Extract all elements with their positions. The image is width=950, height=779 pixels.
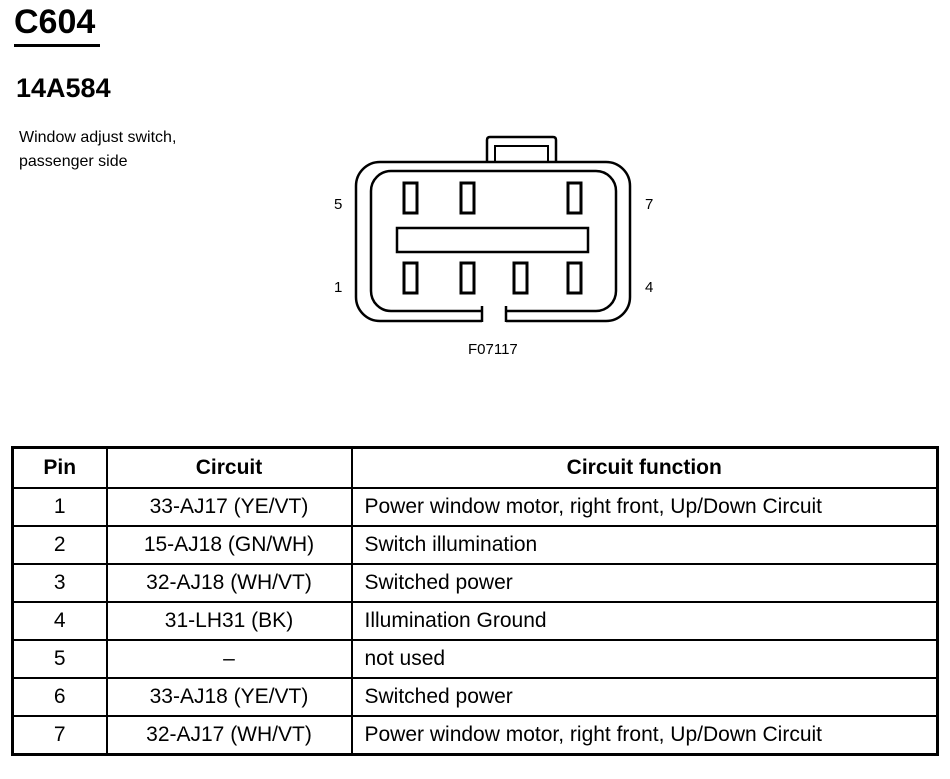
cell-circuit: –	[105, 639, 353, 679]
cell-function: Illumination Ground	[350, 601, 939, 641]
terminal-5	[402, 181, 419, 215]
connector-id-underline	[14, 44, 100, 47]
connector-locking-tab-inner	[494, 145, 549, 162]
terminal-7	[566, 181, 583, 215]
cell-function: not used	[350, 639, 939, 679]
pin-label-bottom-right: 4	[645, 279, 653, 296]
figure-code: F07117	[468, 341, 518, 358]
cell-circuit: 15-AJ18 (GN/WH)	[105, 525, 353, 565]
connector-key-notch	[482, 306, 506, 323]
cell-pin: 7	[11, 715, 108, 756]
cell-circuit: 31-LH31 (BK)	[105, 601, 353, 641]
cell-pin: 1	[11, 487, 108, 527]
cell-pin: 3	[11, 563, 108, 603]
pin-label-top-left: 5	[334, 196, 342, 213]
table-header-row: Pin Circuit Circuit function	[11, 446, 939, 489]
connector-locking-tab	[485, 135, 558, 162]
cell-circuit: 32-AJ17 (WH/VT)	[105, 715, 353, 756]
connector-face-diagram: 5 7 1 4	[334, 135, 653, 323]
table-row: 5 – not used	[11, 639, 939, 679]
connector-center-bar	[395, 226, 590, 254]
terminal-1	[402, 261, 419, 295]
cell-circuit: 32-AJ18 (WH/VT)	[105, 563, 353, 603]
cell-function: Power window motor, right front, Up/Down…	[350, 487, 939, 527]
terminal-2	[459, 261, 476, 295]
table-row: 2 15-AJ18 (GN/WH) Switch illumination	[11, 525, 939, 565]
cell-function: Switched power	[350, 677, 939, 717]
cell-pin: 4	[11, 601, 108, 641]
part-number: 14A584	[16, 73, 111, 103]
header-circuit-function: Circuit function	[350, 446, 939, 489]
connector-id: C604	[14, 3, 96, 41]
table-row: 6 33-AJ18 (YE/VT) Switched power	[11, 677, 939, 717]
table-row: 1 33-AJ17 (YE/VT) Power window motor, ri…	[11, 487, 939, 527]
header-circuit: Circuit	[105, 446, 353, 489]
pinout-table: Pin Circuit Circuit function 1 33-AJ17 (…	[11, 446, 939, 756]
terminal-6	[459, 181, 476, 215]
table-row: 4 31-LH31 (BK) Illumination Ground	[11, 601, 939, 641]
cell-circuit: 33-AJ17 (YE/VT)	[105, 487, 353, 527]
terminal-3	[512, 261, 529, 295]
table-row: 3 32-AJ18 (WH/VT) Switched power	[11, 563, 939, 603]
cell-pin: 5	[11, 639, 108, 679]
header-pin: Pin	[11, 446, 108, 489]
cell-pin: 2	[11, 525, 108, 565]
pin-label-bottom-left: 1	[334, 279, 342, 296]
cell-function: Switched power	[350, 563, 939, 603]
pin-label-top-right: 7	[645, 196, 653, 213]
cell-function: Switch illumination	[350, 525, 939, 565]
cell-function: Power window motor, right front, Up/Down…	[350, 715, 939, 756]
component-description: Window adjust switch, passenger side	[19, 129, 177, 170]
terminal-4	[566, 261, 583, 295]
cell-circuit: 33-AJ18 (YE/VT)	[105, 677, 353, 717]
table-row: 7 32-AJ17 (WH/VT) Power window motor, ri…	[11, 715, 939, 756]
cell-pin: 6	[11, 677, 108, 717]
